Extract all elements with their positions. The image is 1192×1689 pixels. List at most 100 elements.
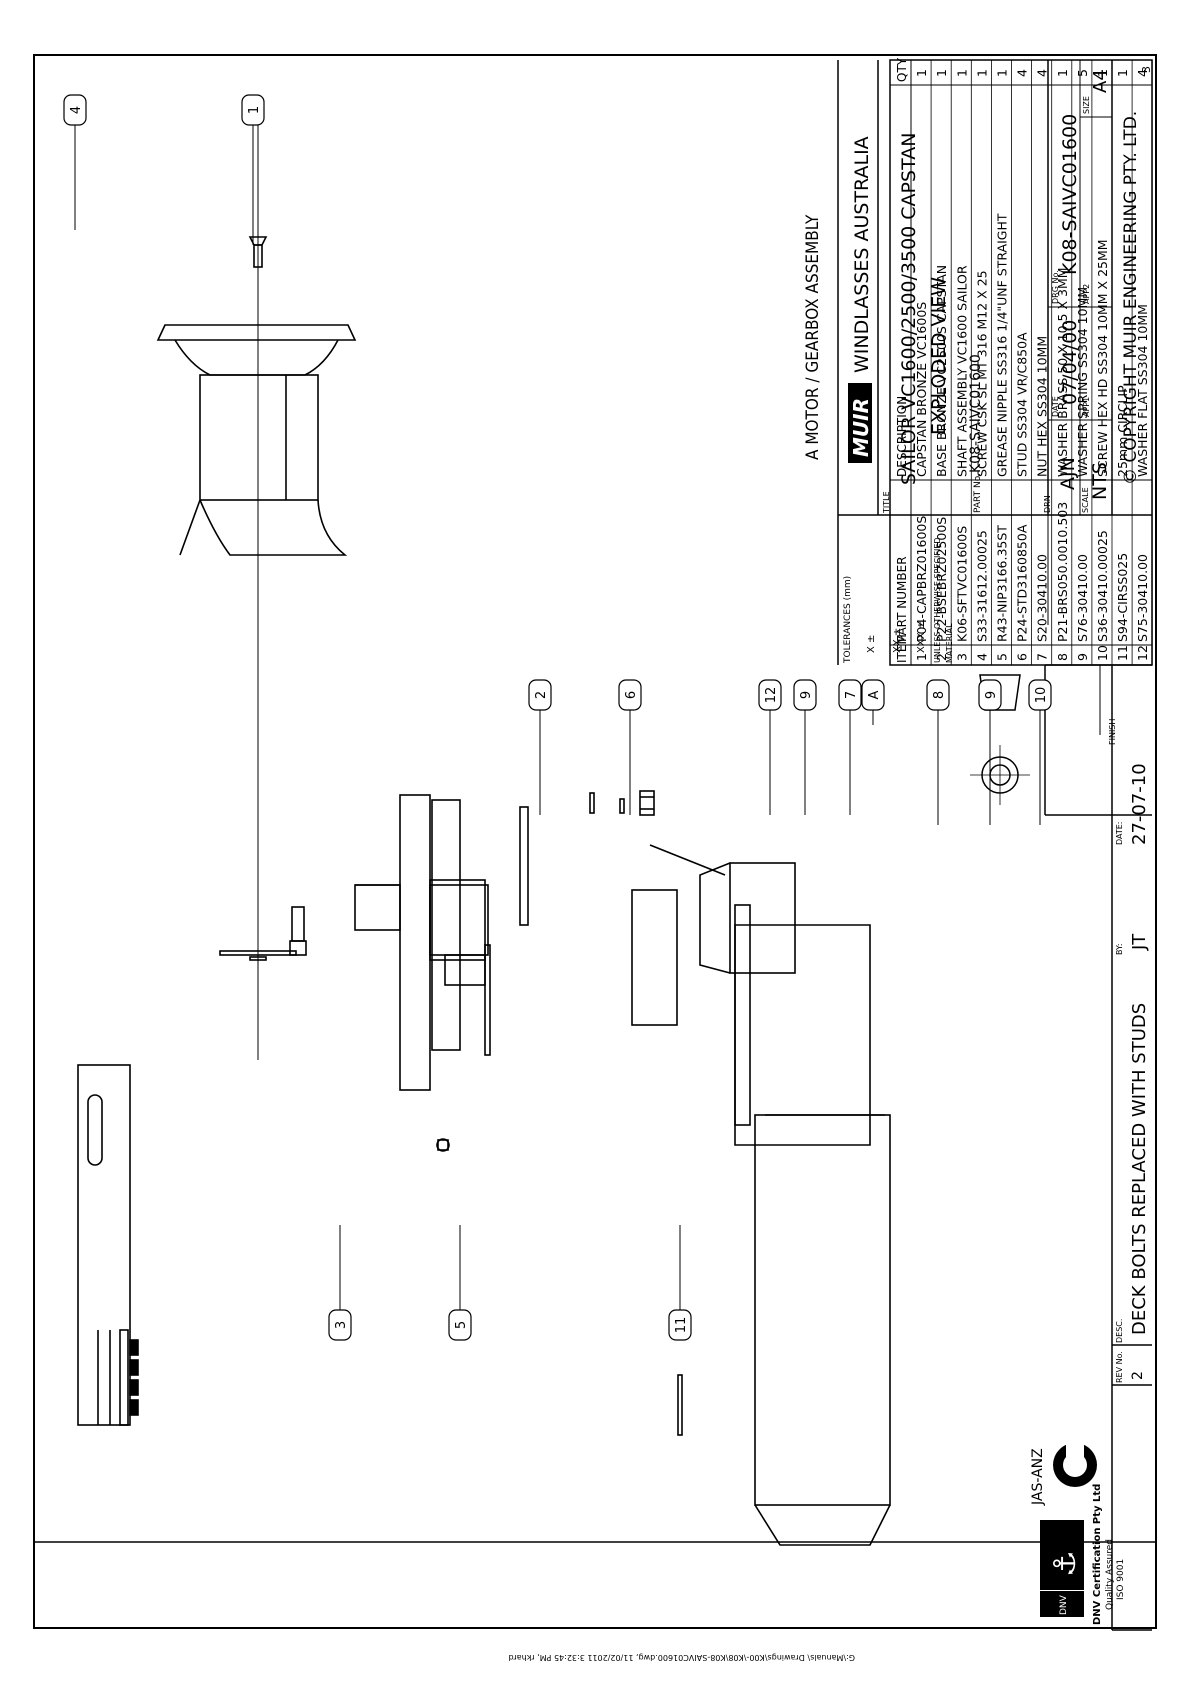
- part-5-grease-nipple: [436, 1138, 450, 1152]
- exploded-view: [77, 113, 891, 1546]
- company-name: WINDLASSES AUSTRALIA: [851, 136, 873, 373]
- drawing-title-line2: EXPLODED VIEW: [928, 277, 950, 435]
- balloon-8: 8: [926, 679, 950, 711]
- balloon-label: 8: [932, 691, 947, 699]
- bom-row-4-part: S33-31612.00025: [974, 530, 989, 642]
- material-label: MATERIAL: [945, 623, 954, 663]
- balloon-label: 2: [534, 691, 549, 699]
- part-3-shaft: [77, 1064, 139, 1426]
- rev-date: 27-07-10: [1129, 763, 1150, 845]
- balloon-3: 3: [328, 1309, 352, 1341]
- bom-row-10-desc: SCREW HEX HD SS304 10MM X 25MM: [1095, 239, 1110, 477]
- part-10-hex-screw: [289, 906, 307, 956]
- balloon-label: 3: [334, 1321, 349, 1329]
- bom-row-11-part: S94-CIRSS025: [1115, 553, 1130, 642]
- tol-xxx: XXX ±: [916, 621, 927, 653]
- bom-row-3-part: K06-SFTVC01600S: [954, 526, 969, 642]
- bom-row-4-desc: SCREW CSK SL MT 316 M12 X 25: [974, 270, 989, 477]
- tol-xx: XX ±: [892, 628, 903, 653]
- bom-row-6-desc: STUD SS304 VR/C850A: [1015, 332, 1030, 477]
- bom-row-7-item: 7: [1035, 653, 1050, 661]
- dnv-badge-text: DNV: [1059, 1594, 1069, 1615]
- revision-block: REV No. 2 DESC. DECK BOLTS REPLACED WITH…: [1111, 665, 1152, 1631]
- bom-row-3-desc: SHAFT ASSEMBLY VC1600 SAILOR: [954, 265, 969, 477]
- copyright: © COPYRIGHT MUIR ENGINEERING PTY. LTD.: [1121, 111, 1141, 485]
- bom-row-11-desc: 25mm CIRCLIP: [1115, 385, 1130, 477]
- part-2-base-flange: [431, 799, 461, 1051]
- dnv-line3: ISO 9001: [1116, 1559, 1126, 1600]
- drg-label: DRG No.: [1051, 270, 1060, 304]
- part-12-washer: [589, 792, 595, 814]
- bom-row-7-qty: 4: [1035, 69, 1050, 77]
- bom-row-6-qty: 4: [1015, 69, 1030, 77]
- bom-row-1-qty: 1: [914, 69, 929, 77]
- bom-row-4-qty: 1: [974, 69, 989, 77]
- balloon-9: 9: [978, 679, 1002, 711]
- dnv-logo: [1040, 1520, 1084, 1590]
- bom-row-9-qty: 5: [1075, 69, 1090, 77]
- rev-label: REV No.: [1115, 1351, 1124, 1383]
- part-11-circlip: [677, 1374, 683, 1436]
- size-value: A4: [1090, 69, 1111, 93]
- size-label: SIZE: [1082, 96, 1091, 114]
- bom-row-7-desc: NUT HEX SS304 10MM: [1035, 336, 1050, 477]
- rev-date-label: DATE:: [1115, 821, 1124, 845]
- bom-row-5-part: R43-NIP3166.35ST: [995, 525, 1010, 642]
- balloon-label: 9: [984, 691, 999, 699]
- rev-value: 2: [1130, 1371, 1146, 1380]
- scale-label: SCALE: [1081, 487, 1090, 513]
- bom-row-11-qty: 1: [1115, 69, 1130, 77]
- part-no-value: K08-SAIVC01600: [968, 354, 984, 473]
- bom-row-2-qty: 1: [934, 69, 949, 77]
- part-8-brass-washer: [219, 950, 297, 956]
- balloon-4: 4: [63, 94, 87, 126]
- balloon-5: 5: [448, 1309, 472, 1341]
- date-value: 07/04/00: [1059, 320, 1081, 405]
- drawing-title-line1: SAILOR VC1600/2500/3500 CAPSTAN: [898, 133, 920, 485]
- note-motor-gearbox: A MOTOR / GEARBOX ASSEMBLY: [803, 214, 823, 460]
- bom-row-8-desc: WASHER BRASS 50 X 10.5 X 3MM: [1055, 267, 1070, 477]
- bom-row-6-item: 6: [1015, 653, 1030, 661]
- bom-header-qty: QTY: [895, 57, 909, 82]
- app2-label: APP2: [1082, 284, 1091, 304]
- bom-row-11-item: 11: [1115, 645, 1130, 661]
- drn-value: AJN: [1057, 457, 1079, 490]
- bom-row-12-desc: WASHER FLAT SS304 10MM: [1135, 304, 1150, 477]
- bom-row-8-qty: 1: [1055, 69, 1070, 77]
- rev-desc: DECK BOLTS REPLACED WITH STUDS: [1129, 1003, 1150, 1335]
- part-no-label: PART No.: [973, 473, 983, 513]
- balloon-label: 4: [69, 106, 84, 114]
- title-label: TITLE: [882, 491, 891, 514]
- balloon-label: 10: [1034, 687, 1049, 704]
- part-6-stud: [519, 806, 529, 926]
- bom-row-1-part: P04-CAPBRZ01600S: [914, 516, 929, 642]
- motor-gearbox-assembly: [631, 844, 891, 1546]
- bom-header-desc: DESCRIPTION: [895, 396, 909, 477]
- balloon-label: 7: [844, 691, 859, 699]
- bom-row-5-item: 5: [995, 653, 1010, 661]
- bom-row-10-qty: 1: [1095, 69, 1110, 77]
- bom-header-item: ITEM: [895, 634, 909, 663]
- balloon-7: 7: [838, 679, 862, 711]
- part-9-lower-spring-washer: [249, 956, 267, 961]
- balloon-12: 12: [758, 679, 782, 711]
- dnv-badge: [1040, 1591, 1084, 1617]
- certification-block: ⚓ DNV DNV Certification Pty Ltd Quality …: [1030, 1440, 1152, 1629]
- bom-row-5-desc: GREASE NIPPLE SS316 1/4"UNF STRAIGHT: [995, 213, 1010, 477]
- bom-row-12-item: 12: [1135, 645, 1150, 661]
- part-1-capstan-drum: [156, 324, 357, 556]
- balloon-label: 5: [454, 1321, 469, 1329]
- bom-row-2-desc: BASE BRONZE VC2500S CAPSTAN: [934, 265, 949, 477]
- balloon-label: 9: [799, 691, 814, 699]
- sheet-number: 3: [1140, 66, 1153, 73]
- tol-x: X ±: [866, 635, 877, 653]
- tolerances-label: TOLERANCES (mm): [843, 576, 853, 664]
- rev-by: JT: [1129, 933, 1150, 951]
- balloon-A: A: [861, 679, 885, 711]
- dnv-line1: DNV Certification Pty Ltd: [1092, 1484, 1103, 1625]
- balloon-label: A: [867, 690, 882, 699]
- bom-row-2-item: 2: [934, 653, 949, 661]
